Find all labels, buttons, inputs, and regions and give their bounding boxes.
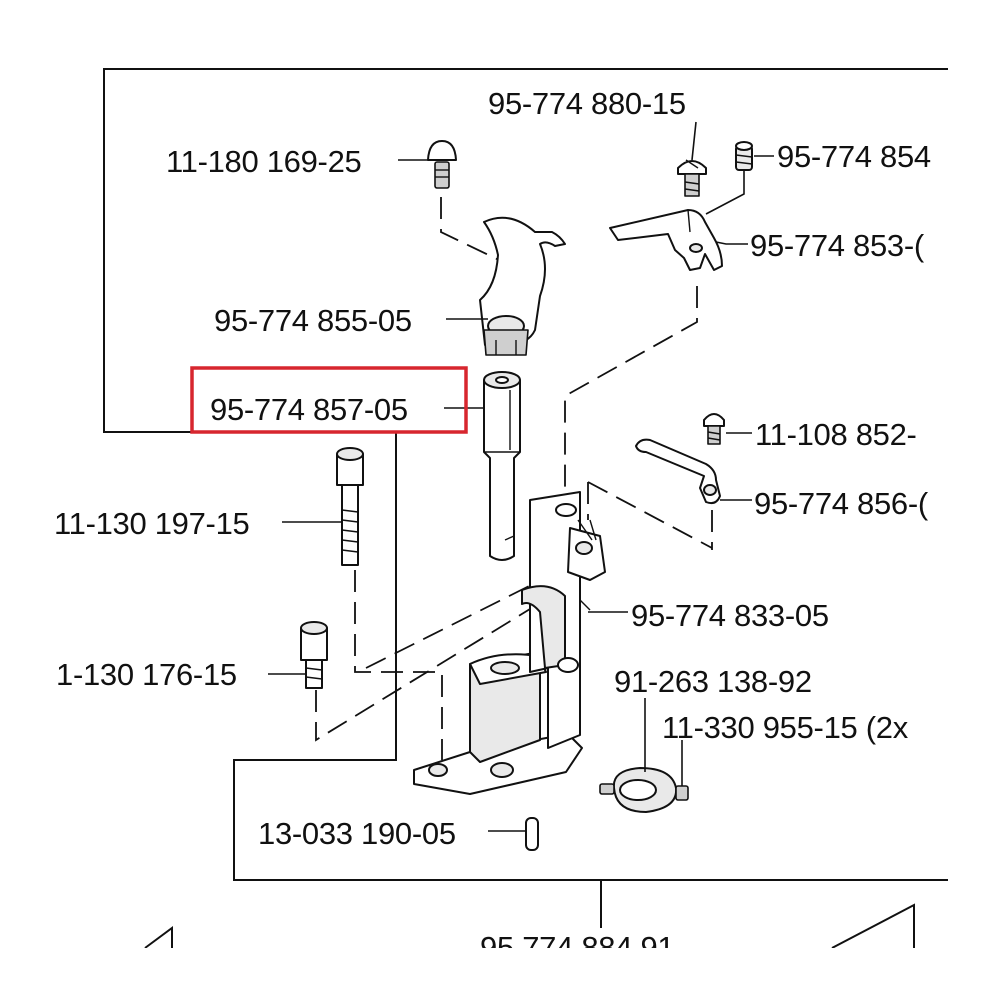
label-95-774-854: 95-774 854 bbox=[777, 139, 931, 174]
assembly-dashed-lines bbox=[315, 197, 713, 760]
label-95-774-855-05: 95-774 855-05 bbox=[214, 303, 412, 338]
label-11-130-197-15: 11-130 197-15 bbox=[54, 506, 249, 541]
label-11-108-852: 11-108 852- bbox=[755, 417, 917, 452]
part-labels: 95-774 880-15 95-774 854 11-180 169-25 9… bbox=[54, 86, 931, 965]
label-11-130-176-15: 1-130 176-15 bbox=[56, 657, 237, 692]
label-95-774-853: 95-774 853-( bbox=[750, 228, 925, 263]
bolt-11-130-197-15-icon bbox=[336, 447, 364, 566]
label-11-330-955-15: 11-330 955-15 (2x bbox=[662, 710, 909, 745]
pin-13-033-190-05-icon bbox=[525, 817, 539, 851]
bottom-edge-mask bbox=[0, 948, 1000, 1000]
bracket-95-774-853-icon bbox=[609, 209, 723, 271]
leader-lines bbox=[268, 121, 774, 832]
screw-95-774-880-15-icon bbox=[677, 159, 707, 197]
bolt-11-130-176-15-icon bbox=[300, 621, 328, 689]
shaft-95-774-857-05-icon bbox=[483, 371, 521, 561]
label-95-774-856: 95-774 856-( bbox=[754, 486, 929, 521]
screw-11-180-169-25-icon bbox=[427, 140, 457, 189]
label-91-263-138-92: 91-263 138-92 bbox=[614, 664, 812, 699]
screw-11-108-852-icon bbox=[703, 413, 725, 445]
hook-part-95-774-855-05-icon bbox=[479, 216, 566, 356]
body-95-774-833-05-icon bbox=[413, 491, 606, 795]
wire-guide-95-774-856-icon bbox=[635, 438, 721, 505]
label-11-180-169-25: 11-180 169-25 bbox=[166, 144, 361, 179]
highlight-box bbox=[190, 366, 468, 434]
label-95-774-833-05: 95-774 833-05 bbox=[631, 598, 829, 633]
set-screw-95-774-854-icon bbox=[735, 141, 753, 171]
label-95-774-880-15: 95-774 880-15 bbox=[488, 86, 686, 121]
assembly-frame bbox=[103, 68, 948, 949]
right-edge-mask bbox=[948, 0, 1000, 1000]
label-95-774-857-05[interactable]: 95-774 857-05 bbox=[210, 392, 408, 427]
label-13-033-190-05: 13-033 190-05 bbox=[258, 816, 456, 851]
collar-91-263-138-92-icon bbox=[599, 767, 689, 813]
left-edge-mask bbox=[0, 640, 54, 710]
